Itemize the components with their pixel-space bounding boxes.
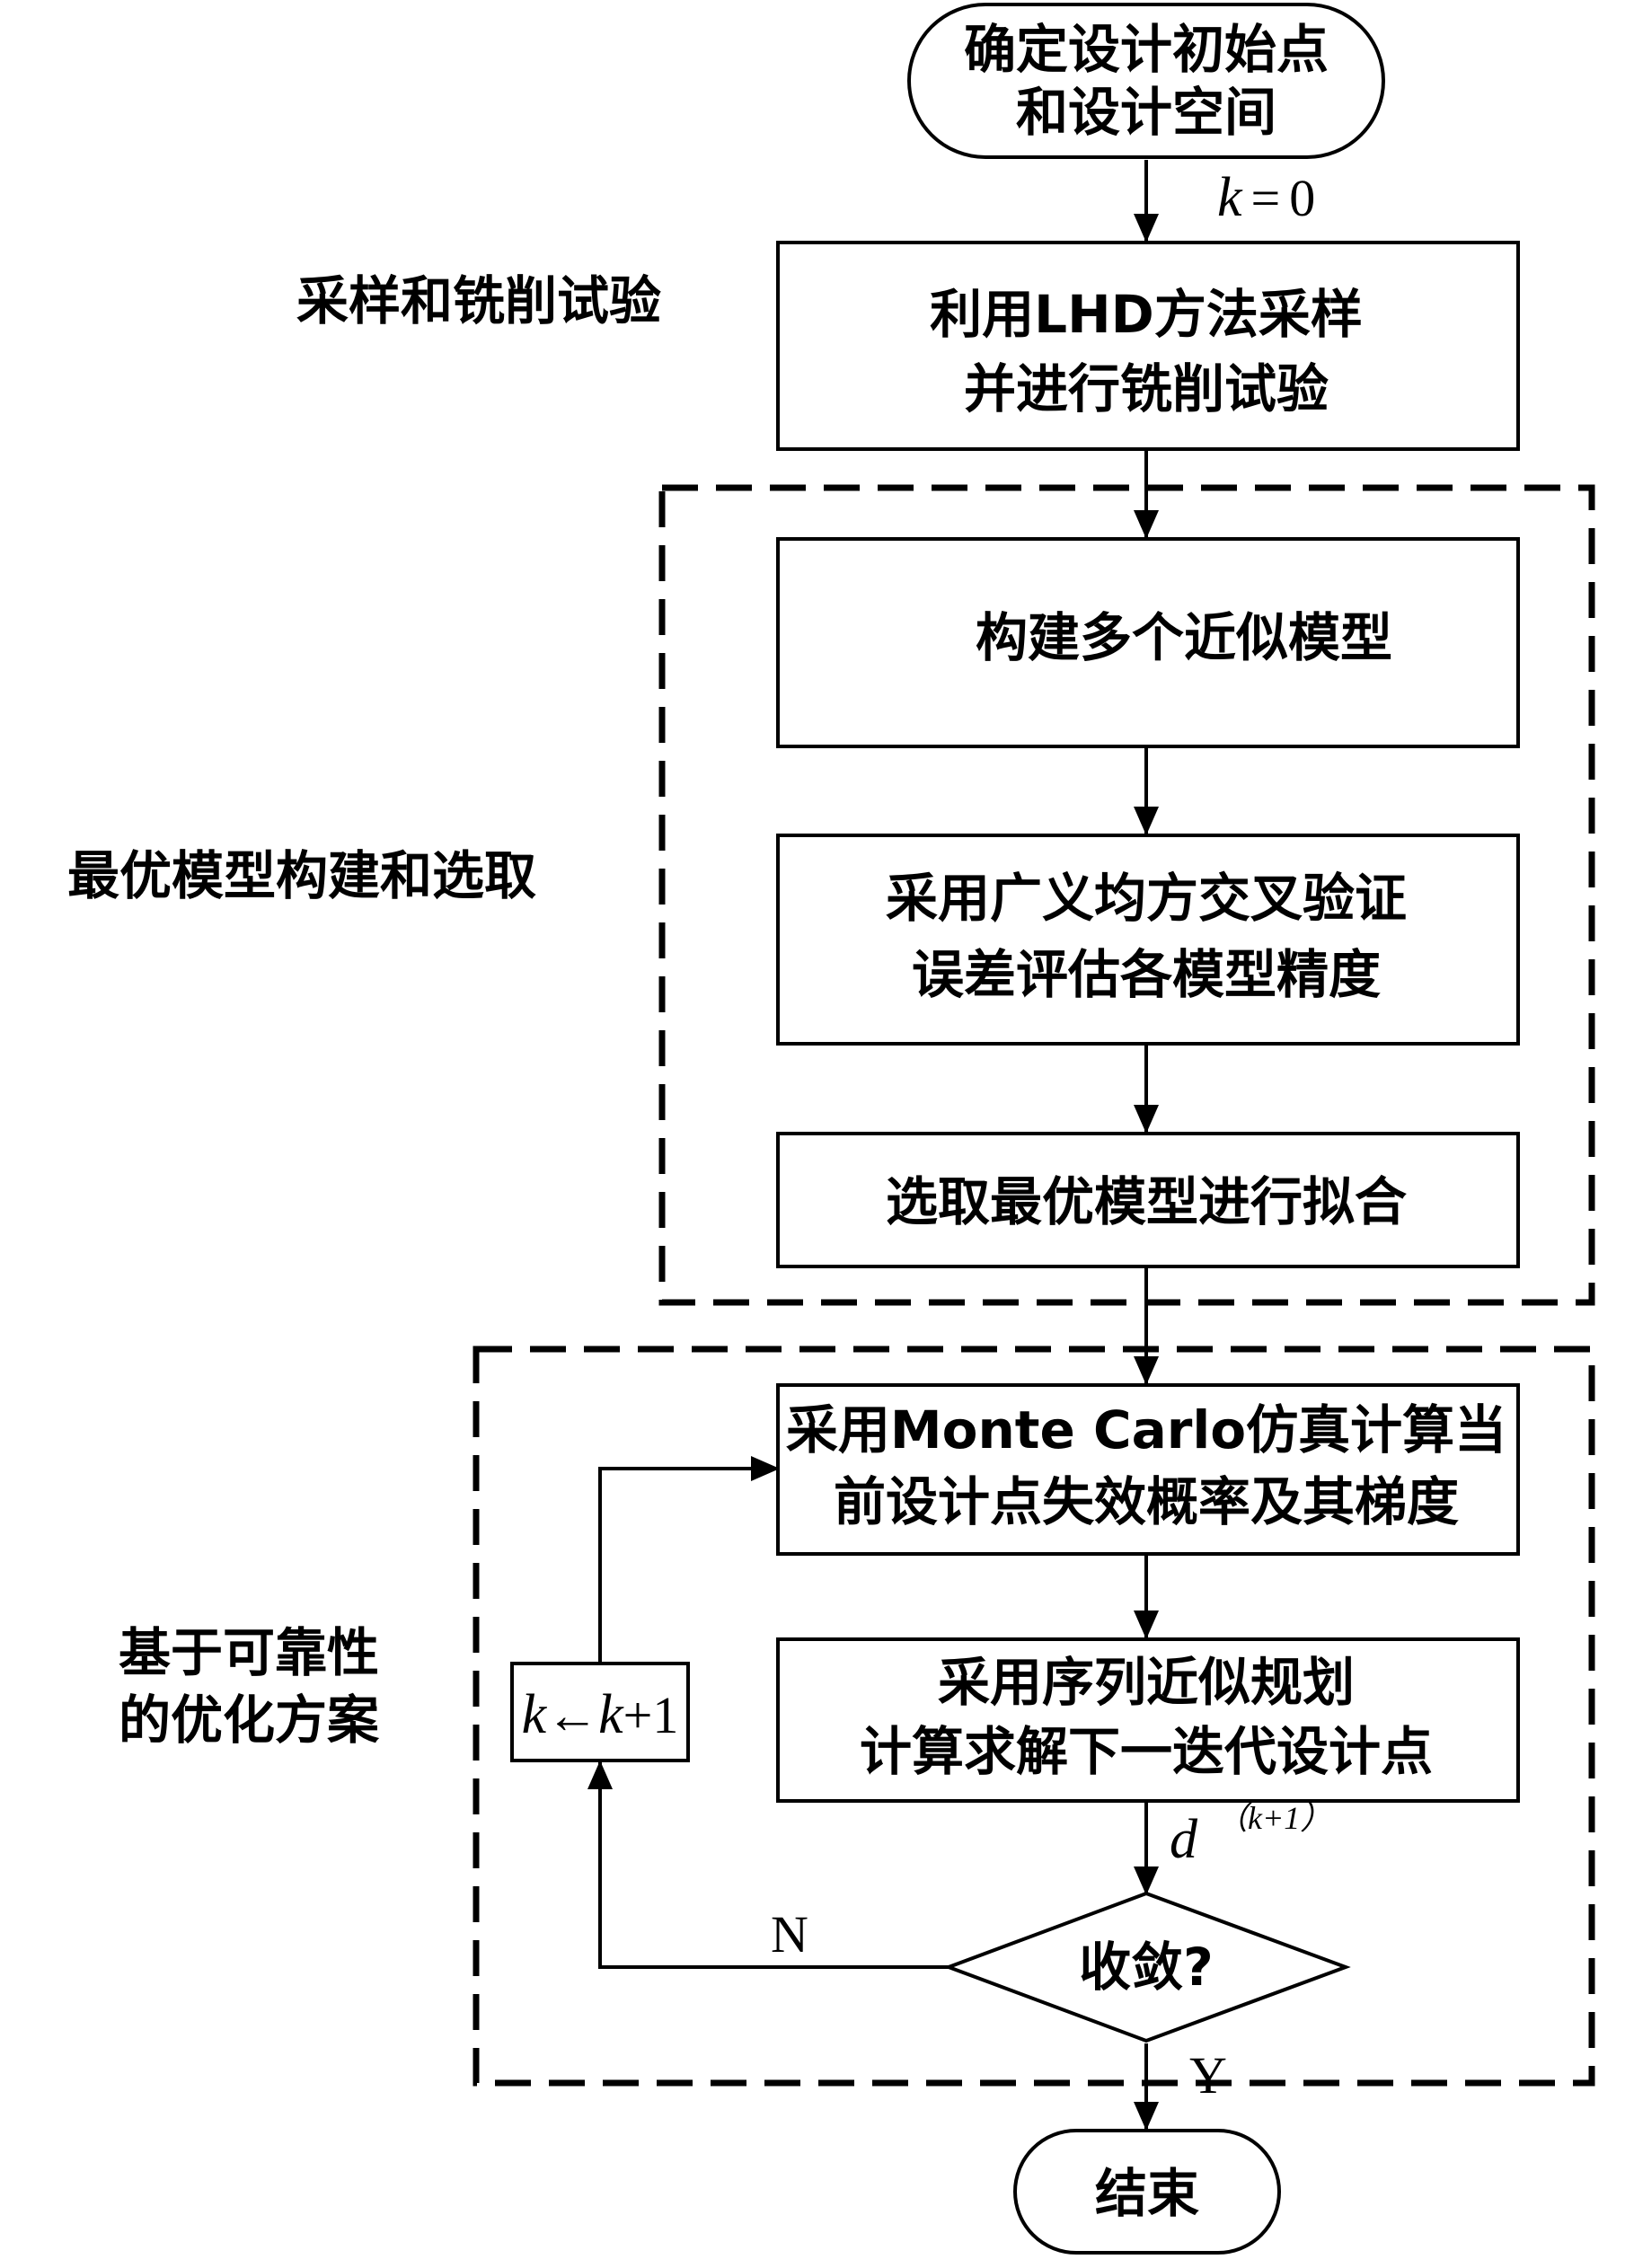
start-line2: 和设计空间 (1016, 82, 1276, 143)
stage-label-sampling: 采样和铣削试验 (296, 270, 661, 331)
stage-label-reliability-line2: 的优化方案 (119, 1690, 380, 1751)
evaluate-line2: 误差评估各模型精度 (912, 944, 1381, 1005)
sap-step: 采用序列近似规划 计算求解下一迭代设计点 (776, 1637, 1520, 1803)
end-terminator: 结束 (1013, 2129, 1281, 2255)
start-terminator: 确定设计初始点 和设计空间 (907, 3, 1385, 159)
k-init-label: k=0 (1217, 167, 1315, 228)
increment-text: k←k+1 (522, 1684, 679, 1745)
model-selection-group (658, 484, 1595, 1306)
increment-step: k←k+1 (510, 1662, 690, 1762)
sampling-step-line2: 并进行铣削试验 (964, 358, 1329, 419)
edge-decision-no-to-increment (587, 1761, 949, 1969)
evaluate-accuracy-step: 采用广义均方交叉验证 误差评估各模型精度 (776, 834, 1520, 1046)
sampling-step-line1: 利用LHD方法采样 (930, 284, 1363, 345)
build-models-step: 构建多个近似模型 (776, 537, 1520, 748)
start-line1: 确定设计初始点 (964, 19, 1329, 80)
next-point-label: d（k+1） (1170, 1800, 1332, 1870)
sap-line2: 计算求解下一迭代设计点 (860, 1721, 1433, 1782)
monte-carlo-line2: 前设计点失效概率及其梯度 (834, 1471, 1459, 1532)
decision-text: 收敛? (1079, 1937, 1214, 1998)
stage-label-reliability-line1: 基于可靠性 (119, 1622, 379, 1683)
decision-yes-label: Y (1189, 2046, 1227, 2105)
fit-best-text: 选取最优模型进行拟合 (886, 1171, 1407, 1232)
build-models-text: 构建多个近似模型 (976, 607, 1392, 668)
monte-carlo-step: 采用Monte Carlo仿真计算当 前设计点失效概率及其梯度 (776, 1383, 1520, 1556)
sap-line1: 采用序列近似规划 (938, 1652, 1355, 1713)
reliability-optimization-group (473, 1346, 1595, 2087)
stage-label-model-selection: 最优模型构建和选取 (67, 845, 536, 906)
decision-no-label: N (771, 1905, 808, 1964)
evaluate-line1: 采用广义均方交叉验证 (886, 868, 1407, 929)
end-text: 结束 (1095, 2163, 1199, 2224)
convergence-decision: 收敛? (943, 1891, 1351, 2043)
fit-best-model-step: 选取最优模型进行拟合 (776, 1132, 1520, 1268)
edge-increment-to-monte-carlo (598, 1456, 780, 1662)
monte-carlo-line1: 采用Monte Carlo仿真计算当 (786, 1399, 1506, 1461)
sampling-step: 利用LHD方法采样 并进行铣削试验 (776, 241, 1520, 451)
